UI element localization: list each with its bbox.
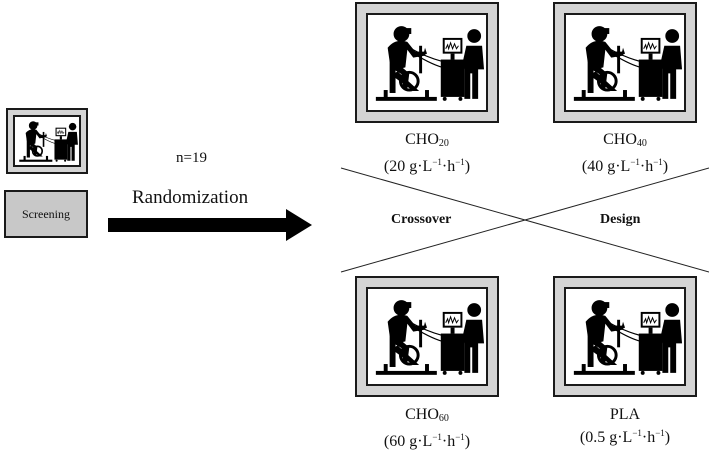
dose-unit: ·h	[441, 158, 456, 175]
condition-dose: (60 g·L	[383, 433, 433, 450]
exponent: −1	[655, 428, 665, 438]
condition-subscript: 60	[438, 413, 449, 424]
design-label: Design	[600, 212, 641, 227]
exponent: −1	[632, 428, 642, 438]
condition-subscript: 40	[636, 138, 647, 149]
crossover-label: Crossover	[391, 212, 452, 227]
condition-name: CHO	[603, 131, 637, 148]
sample-size-label: n=19	[176, 150, 207, 166]
condition-picture-frame	[355, 2, 499, 123]
condition-dose: (0.5 g·L	[579, 429, 633, 446]
condition-label-cho20: CHO20 (20 g·L−1·h−1)	[347, 130, 507, 176]
condition-label-cho40: CHO40 (40 g·L−1·h−1)	[545, 130, 705, 176]
exponent: −1	[653, 157, 663, 167]
exponent: −1	[455, 157, 465, 167]
condition-name: CHO	[405, 131, 439, 148]
cycling-test-icon	[374, 24, 486, 103]
cycling-test-icon	[374, 298, 486, 377]
exponent: −1	[432, 432, 442, 442]
exponent: −1	[630, 157, 640, 167]
exponent: −1	[455, 432, 465, 442]
condition-label-pla: PLA (0.5 g·L−1·h−1)	[545, 405, 705, 447]
screening-label: Screening	[22, 206, 70, 221]
randomization-label: Randomization	[132, 187, 249, 208]
condition-picture-frame	[355, 276, 499, 397]
dose-unit: ·h	[639, 158, 654, 175]
condition-label-cho60: CHO60 (60 g·L−1·h−1)	[347, 405, 507, 451]
randomization-arrow	[108, 209, 312, 241]
condition-dose: (40 g·L	[581, 158, 631, 175]
condition-picture-frame	[553, 276, 697, 397]
condition-dose: (20 g·L	[383, 158, 433, 175]
close-paren: )	[464, 158, 471, 175]
condition-subscript: 20	[438, 138, 449, 149]
dose-unit: ·h	[641, 429, 656, 446]
exponent: −1	[432, 157, 442, 167]
close-paren: )	[464, 433, 471, 450]
screening-picture-frame	[6, 108, 88, 174]
condition-name: PLA	[609, 406, 641, 423]
condition-name: CHO	[405, 406, 439, 423]
screening-box: Screening	[4, 190, 88, 238]
crossover-line-up	[340, 167, 709, 273]
cycling-test-icon	[572, 298, 684, 377]
close-paren: )	[664, 429, 671, 446]
dose-unit: ·h	[441, 433, 456, 450]
close-paren: )	[662, 158, 669, 175]
condition-picture-frame	[553, 2, 697, 123]
cycling-test-icon	[572, 24, 684, 103]
